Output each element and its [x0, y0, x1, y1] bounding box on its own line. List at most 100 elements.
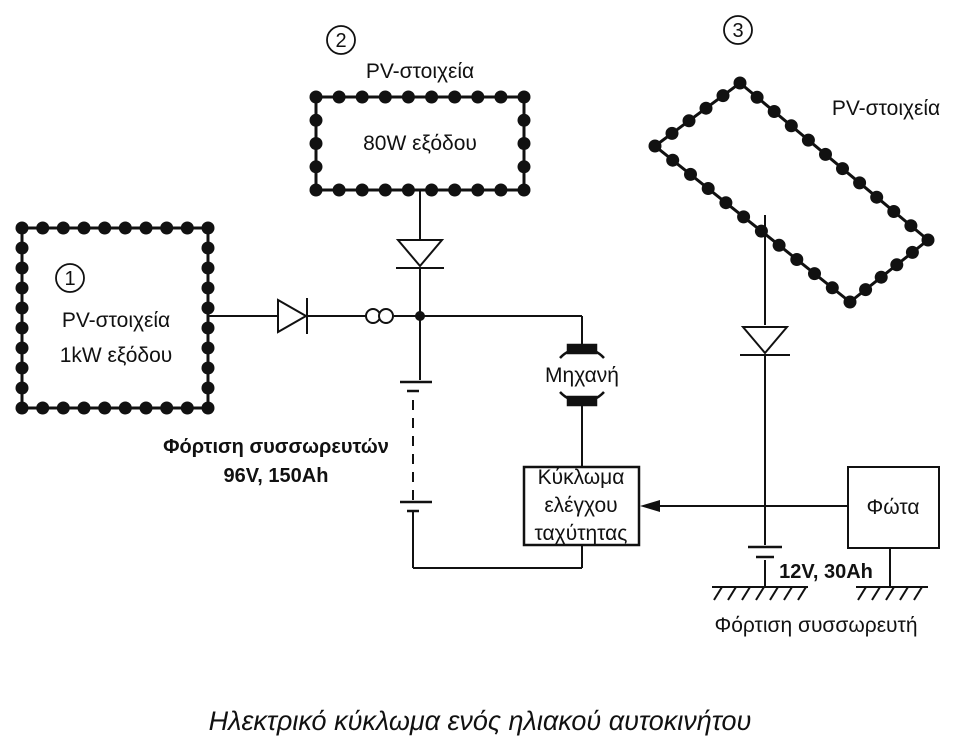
- speed-controller: Κύκλωμα ελέγχου ταχύτητας: [522, 465, 641, 547]
- cell-dot: [701, 182, 715, 195]
- cell-dot: [666, 153, 680, 167]
- ground-symbol-right: [856, 586, 928, 601]
- panel-2-number-circle: [326, 25, 356, 55]
- cell-dot: [887, 205, 901, 218]
- cell-dot: [98, 221, 112, 235]
- cell-dot: [772, 238, 786, 252]
- cell-dot: [77, 401, 91, 415]
- cell-dot: [139, 221, 153, 235]
- panel-2-cells: [309, 90, 531, 197]
- cell-dot: [750, 90, 764, 104]
- cell-dot: [471, 90, 485, 104]
- cell-dot: [784, 119, 798, 133]
- cell-dot: [819, 147, 832, 161]
- main-battery: [400, 380, 432, 513]
- cell-dot: [309, 137, 323, 150]
- cell-dot: [836, 162, 849, 176]
- cell-dot: [870, 190, 884, 204]
- cell-dot: [425, 90, 439, 104]
- cell-dot: [716, 89, 730, 103]
- cell-dot: [808, 267, 821, 281]
- cell-dot: [15, 341, 29, 355]
- panel-2-number: 2: [335, 30, 346, 52]
- cell-dot: [36, 401, 50, 415]
- controller-line-2: ελέγχου: [544, 494, 617, 517]
- cell-dot: [890, 258, 904, 272]
- cell-dot: [201, 361, 215, 375]
- cell-dot: [448, 90, 462, 104]
- cell-dot: [874, 270, 888, 284]
- cell-dot: [790, 253, 804, 266]
- cell-dot: [201, 401, 215, 415]
- cell-dot: [682, 114, 696, 128]
- pv-panel-3: [648, 76, 935, 309]
- cell-dot: [201, 301, 215, 315]
- cell-dot: [180, 221, 194, 235]
- cell-dot: [517, 183, 531, 197]
- cell-dot: [517, 160, 531, 174]
- cell-dot: [15, 361, 29, 375]
- cell-dot: [332, 90, 346, 104]
- panel-2-output: 80W εξόδου: [363, 132, 477, 155]
- cell-dot: [201, 341, 215, 355]
- small-battery-title: Φόρτιση συσσωρευτή: [714, 614, 917, 637]
- cell-dot: [401, 90, 415, 104]
- cell-dot: [494, 90, 508, 104]
- cell-dot: [471, 183, 485, 197]
- cell-dot: [401, 183, 415, 197]
- small-battery-rating: 12V, 30Ah: [779, 561, 873, 583]
- cell-dot: [15, 381, 29, 395]
- cell-dot: [201, 381, 215, 395]
- cell-dot: [684, 167, 697, 181]
- panel-1-cells: [15, 221, 215, 415]
- panel-1-title: PV-στοιχεία: [62, 309, 170, 332]
- cell-dot: [160, 401, 174, 415]
- cell-dot: [517, 90, 531, 104]
- cell-dot: [767, 105, 781, 118]
- cell-dot: [201, 281, 215, 295]
- cell-dot: [118, 401, 132, 415]
- panel-3-title: PV-στοιχεία: [832, 97, 940, 120]
- figure-caption: Ηλεκτρικό κύκλωμα ενός ηλιακού αυτοκινήτ…: [208, 706, 752, 736]
- cell-dot: [56, 401, 70, 415]
- cell-dot: [36, 221, 50, 235]
- cell-dot: [378, 90, 392, 104]
- cell-dot: [905, 245, 919, 259]
- cell-dot: [733, 76, 747, 90]
- cell-dot: [201, 261, 215, 275]
- small-battery: [748, 545, 782, 559]
- cell-dot: [15, 321, 29, 335]
- wiring: [208, 190, 891, 586]
- controller-line-1: Κύκλωμα: [538, 466, 625, 489]
- cell-dot: [309, 160, 323, 174]
- panel-3-number-circle: [723, 15, 753, 45]
- cell-dot: [355, 90, 369, 104]
- cell-dot: [843, 295, 857, 309]
- panel-3-number: 3: [732, 20, 743, 42]
- cell-dot: [15, 281, 29, 295]
- diode-panel-2: [395, 239, 445, 269]
- cell-dot: [332, 183, 346, 197]
- main-battery-rating: 96V, 150Ah: [224, 465, 329, 487]
- cell-dot: [15, 261, 29, 275]
- cell-dot: [118, 221, 132, 235]
- cell-dot: [853, 176, 867, 190]
- cell-dot: [201, 321, 215, 335]
- panel-1-number-circle: [55, 263, 85, 293]
- arrow-head: [640, 500, 660, 512]
- cell-dot: [15, 401, 29, 415]
- cell-dot: [699, 101, 713, 115]
- cell-dot: [180, 401, 194, 415]
- panel-2-title: PV-στοιχεία: [366, 60, 474, 83]
- cell-dot: [160, 221, 174, 235]
- cell-dot: [309, 183, 323, 197]
- cell-dot: [859, 283, 873, 297]
- cell-dot: [494, 183, 508, 197]
- cell-dot: [648, 139, 662, 153]
- panel-3-cells: [648, 76, 935, 309]
- cell-dot: [378, 183, 392, 197]
- cell-dot: [309, 90, 323, 104]
- lights-box: Φώτα: [847, 466, 940, 549]
- lights-label: Φώτα: [867, 496, 920, 519]
- controller-line-3: ταχύτητας: [535, 522, 628, 545]
